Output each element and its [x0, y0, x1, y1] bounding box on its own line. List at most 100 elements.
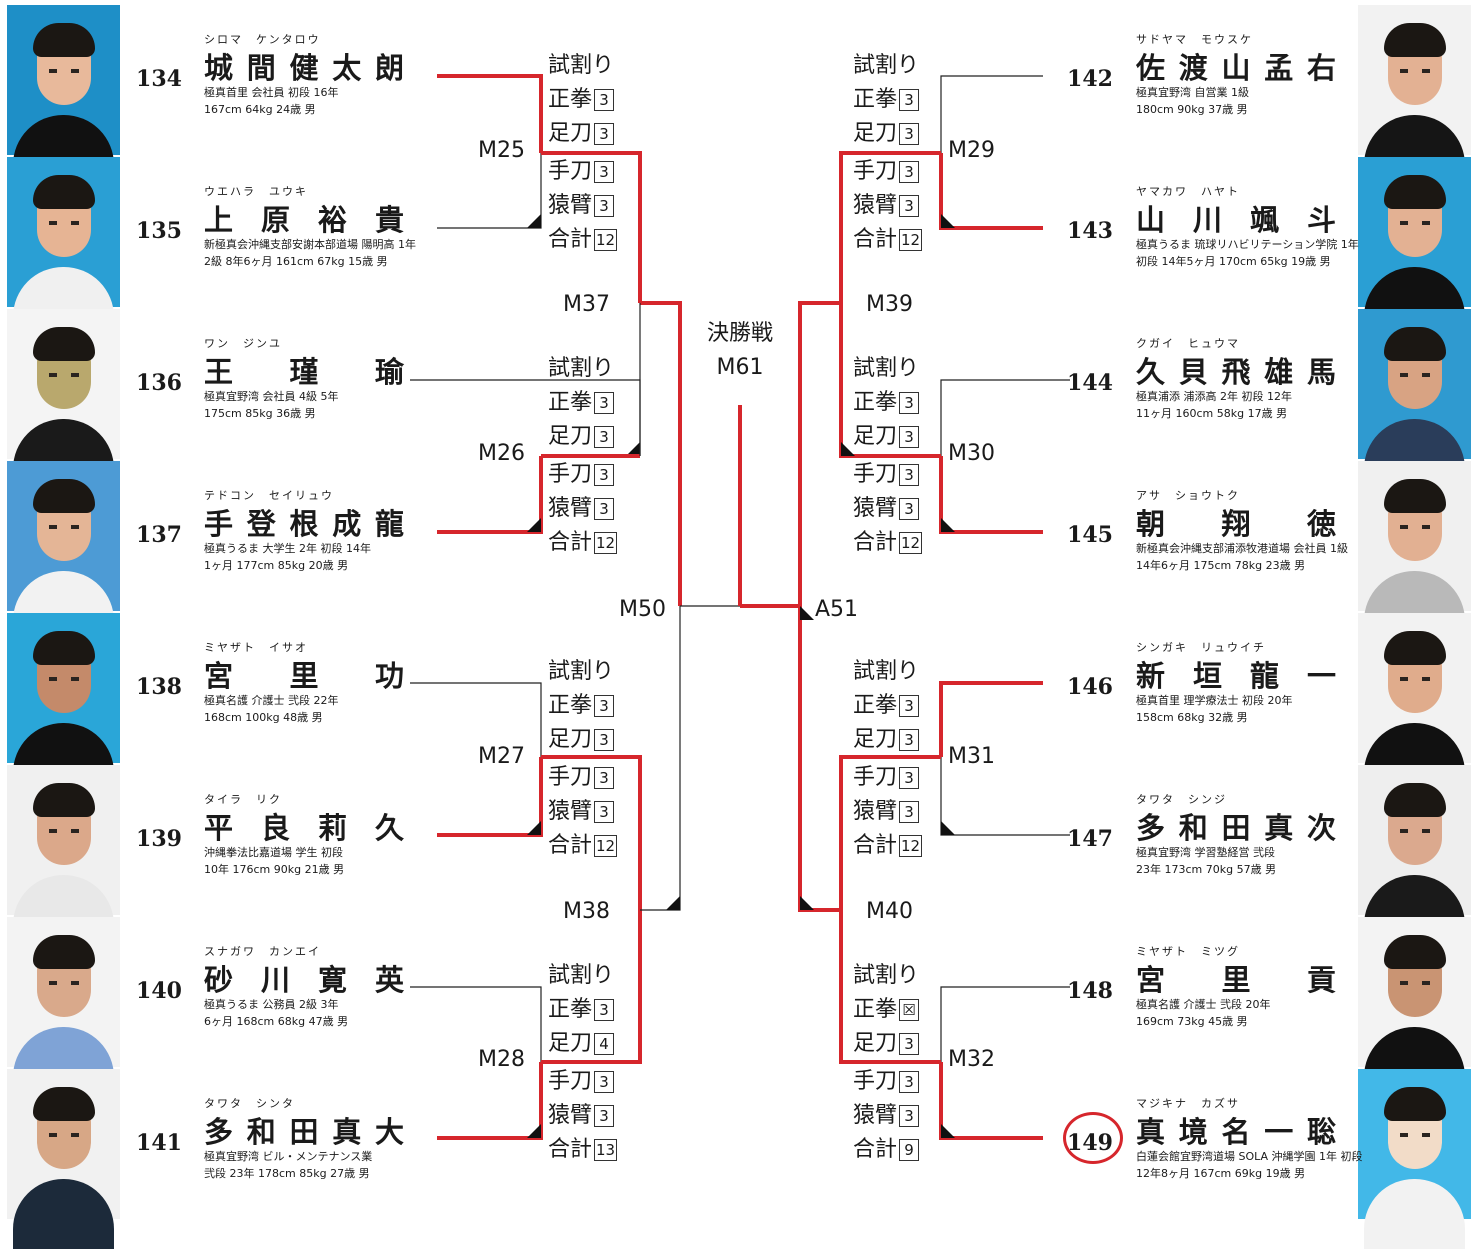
- player-name-char: 龍: [1249, 659, 1279, 693]
- player-name: 砂川寛英: [204, 963, 404, 997]
- player-name-char: 颯: [1249, 203, 1279, 237]
- score-label: 手刀: [853, 462, 898, 487]
- score-box: 12: [899, 532, 923, 554]
- score-box: 3: [594, 695, 615, 717]
- score-label: 手刀: [548, 159, 593, 184]
- score-label: 合計: [548, 833, 593, 858]
- match-label: M26: [478, 441, 525, 466]
- score-label: 試割り: [548, 53, 615, 78]
- player-name: 宮里貢: [1136, 963, 1336, 997]
- match-label: M50: [619, 597, 666, 622]
- score-label: 猿臂: [853, 496, 898, 521]
- score-label: 合計: [548, 530, 593, 555]
- player-info-line1: 極真浦添 浦添高 2年 初段 12年: [1136, 390, 1292, 403]
- score-label: 合計: [853, 530, 898, 555]
- score-label: 手刀: [548, 765, 593, 790]
- player-name-char: 名: [1221, 1115, 1251, 1149]
- score-box: 3: [899, 1033, 920, 1055]
- photo-eyes: [1400, 677, 1430, 681]
- player-kana: タイラ リク: [204, 793, 282, 806]
- bracket-line: [410, 986, 542, 1062]
- player-kana: ウエハラ ユウキ: [204, 185, 308, 198]
- player-name-char: 多: [204, 1115, 234, 1149]
- player-info-line1: 極真宜野湾 学習塾経営 弐段: [1136, 846, 1275, 859]
- score-box: 3: [594, 1105, 615, 1127]
- winner-path: [798, 606, 841, 912]
- photo-eyes: [49, 829, 79, 833]
- player-name-char: 成: [332, 507, 362, 541]
- score-box: 3: [594, 999, 615, 1021]
- photo-hair: [1384, 479, 1446, 513]
- score-row: 試割り: [548, 353, 614, 385]
- photo-hair: [33, 479, 95, 513]
- bracket-line: [940, 379, 1070, 456]
- player-name-char: 健: [289, 51, 319, 85]
- match-label: M32: [948, 1047, 995, 1072]
- player-info-line1: 極真宜野湾 会社員 4級 5年: [204, 390, 339, 403]
- score-row: 正拳☒: [853, 994, 920, 1026]
- player-number: 138: [136, 674, 182, 700]
- winner-path: [541, 151, 642, 303]
- corner-marker: [527, 1124, 541, 1138]
- winner-path: [839, 151, 941, 303]
- player-name-char: 和: [1178, 811, 1208, 845]
- match-label: M39: [866, 292, 913, 317]
- player-info-line2: 169cm 73kg 45歳 男: [1136, 1015, 1248, 1028]
- score-label: 手刀: [548, 1069, 593, 1094]
- score-label: 試割り: [853, 963, 920, 988]
- player-photo: [7, 917, 120, 1097]
- score-box: ☒: [899, 999, 920, 1021]
- photo-eyes: [1400, 373, 1430, 377]
- score-label: 試割り: [853, 356, 920, 381]
- player-kana: ミヤザト イサオ: [204, 641, 308, 654]
- score-box: 3: [899, 729, 920, 751]
- photo-hair: [33, 175, 95, 209]
- player-name-char: 貝: [1178, 355, 1208, 389]
- corner-marker: [527, 518, 541, 532]
- match-label: M27: [478, 744, 525, 769]
- player-photo: [7, 765, 120, 945]
- score-box: 3: [594, 195, 615, 217]
- photo-eyes: [1400, 1133, 1430, 1137]
- player-name-char: 孟: [1264, 51, 1294, 85]
- score-box: 3: [899, 426, 920, 448]
- player-photo: [1358, 309, 1471, 489]
- player-name-char: 貴: [374, 203, 404, 237]
- player-info-line1: 極真首里 理学療法士 初段 20年: [1136, 694, 1293, 707]
- player-photo: [1358, 765, 1471, 945]
- score-label: 合計: [853, 227, 898, 252]
- corner-marker: [941, 821, 955, 835]
- player-photo: [1358, 613, 1471, 793]
- corner-marker: [527, 821, 541, 835]
- player-number: 148: [1067, 978, 1113, 1004]
- photo-eyes: [49, 981, 79, 985]
- player-name-char: 宮: [1136, 963, 1166, 997]
- player-info-line2: 175cm 85kg 36歳 男: [204, 407, 316, 420]
- corner-marker: [527, 214, 541, 228]
- score-box: 3: [899, 123, 920, 145]
- score-label: 手刀: [548, 462, 593, 487]
- player-name-char: 山: [1136, 203, 1166, 237]
- score-row: 試割り: [548, 960, 614, 992]
- player-kana: スナガワ カンエイ: [204, 945, 321, 958]
- player-name-char: 貢: [1306, 963, 1336, 997]
- player-name-char: 徳: [1306, 507, 1336, 541]
- player-name-char: 久: [374, 811, 404, 845]
- photo-hair: [1384, 1087, 1446, 1121]
- photo-eyes: [49, 373, 79, 377]
- player-photo: [1358, 157, 1471, 337]
- score-label: 足刀: [853, 424, 898, 449]
- player-name-char: 手: [204, 507, 234, 541]
- player-info-line1: 極真宜野湾 自営業 1級: [1136, 86, 1249, 99]
- score-label: 正拳: [853, 87, 898, 112]
